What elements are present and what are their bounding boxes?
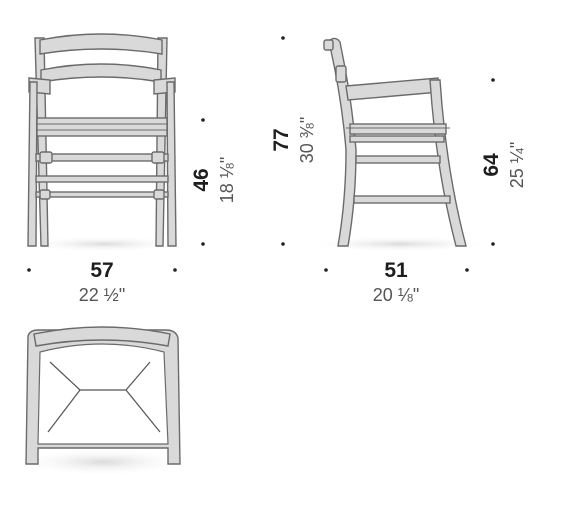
depth-cm: 51 bbox=[384, 259, 408, 282]
seat-height-in: 18 ⅛" bbox=[217, 157, 237, 203]
chair-side-view bbox=[305, 37, 495, 252]
chair-front-view bbox=[24, 33, 184, 252]
chair-top-view bbox=[15, 326, 191, 476]
front-width-in: 22 ½" bbox=[79, 285, 125, 305]
dimension-markers bbox=[27, 36, 495, 272]
depth-in: 20 ⅛" bbox=[373, 285, 419, 305]
seat-height-cm: 46 bbox=[190, 168, 213, 191]
armrest-height-cm: 64 bbox=[480, 153, 503, 177]
total-height-in: 30 ⅜" bbox=[297, 117, 317, 163]
armrest-height-in: 25 ¼" bbox=[507, 142, 527, 188]
total-height-cm: 77 bbox=[270, 128, 293, 151]
front-width-cm: 57 bbox=[90, 259, 113, 282]
